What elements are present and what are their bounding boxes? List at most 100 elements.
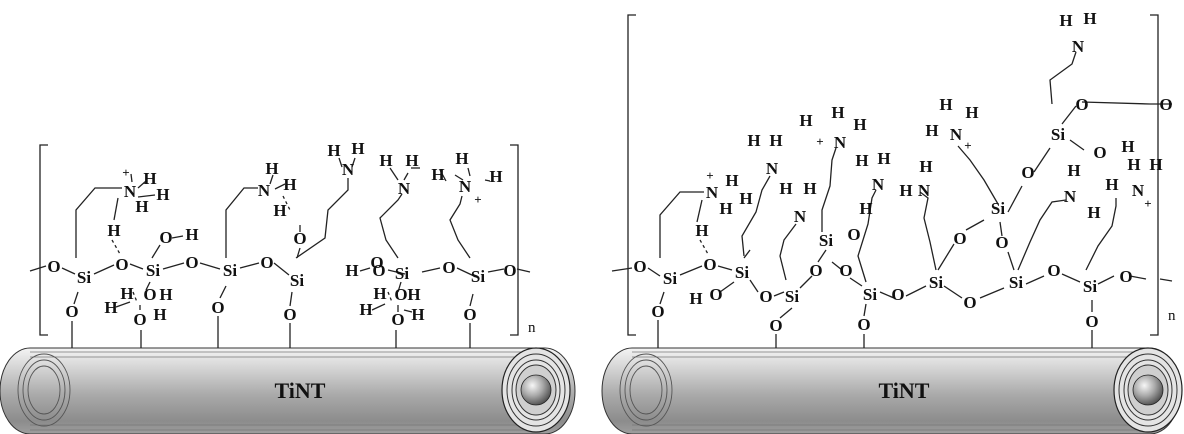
right-ne-h1: H	[925, 121, 938, 140]
right-ne-plus: +	[964, 138, 971, 153]
right-nh3-h3: H	[719, 199, 732, 218]
right-o-d: O	[839, 261, 852, 280]
left-oh-o: O	[159, 228, 172, 247]
left-ho-h: H	[345, 261, 358, 280]
right-na-h2: H	[769, 131, 782, 150]
left-nh2-h3: H	[273, 201, 286, 220]
right-o-chain-right: O	[1159, 95, 1172, 114]
left-nh-free-h2: H	[351, 139, 364, 158]
left-tube-label: TiNT	[275, 378, 326, 403]
right-nf-h1: H	[899, 181, 912, 200]
left-nh3b-h3: H	[489, 167, 502, 186]
left-h2o-b-o: O	[391, 310, 404, 329]
right-ni-h2: H	[1127, 155, 1140, 174]
right-o-a: O	[703, 255, 716, 274]
left-o-1: O	[115, 255, 128, 274]
right-nh3-plus: +	[706, 168, 713, 183]
right-nd-n: N	[872, 175, 885, 194]
left-si-5: Si	[395, 264, 409, 283]
right-oh-top2-h: H	[1121, 137, 1134, 156]
left-nh3-h2: H	[156, 185, 169, 204]
left-h2o-b-top-h: H	[373, 284, 386, 303]
right-nb-h2: H	[803, 179, 816, 198]
right-bonds	[611, 51, 1173, 348]
right-ne-h2: H	[939, 95, 952, 114]
left-nh-free2-n: N	[398, 179, 411, 198]
left-h2o-h1: H	[104, 298, 117, 317]
right-ne-h3: H	[965, 103, 978, 122]
left-h2o-top-h: H	[120, 284, 133, 303]
left-nh-free2-h-b: H	[405, 151, 418, 170]
right-nc-plus: +	[816, 134, 823, 149]
right-na-h1: H	[747, 131, 760, 150]
left-o-3: O	[260, 253, 273, 272]
right-ho-h: H	[689, 289, 702, 308]
right-hb-h: H	[695, 221, 708, 240]
left-nh3b-h2: H	[455, 149, 468, 168]
left-h2o-b-h1: H	[359, 300, 372, 319]
left-nh2-n: N	[258, 181, 271, 200]
right-nb-n: N	[794, 207, 807, 226]
right-tube-label: TiNT	[879, 378, 930, 403]
right-oh-top2-o: O	[1093, 143, 1106, 162]
right-si-5: Si	[863, 285, 877, 304]
left-o-5: O	[442, 258, 455, 277]
left-nh3-n: N	[124, 182, 137, 201]
left-si-1: Si	[77, 268, 91, 287]
right-ng-h2: H	[1087, 203, 1100, 222]
right-ne-n: N	[950, 125, 963, 144]
right-o-anchor-1: O	[651, 302, 664, 321]
right-o-i: O	[1047, 261, 1060, 280]
left-oh-h: H	[185, 225, 198, 244]
right-tube-end	[1113, 347, 1183, 433]
left-nh3-h1: H	[143, 169, 156, 188]
right-o-anchor-2: O	[769, 316, 782, 335]
left-h2o-top-h2: H	[159, 285, 172, 304]
left-repeat-brackets	[39, 144, 519, 336]
left-h2o-o: O	[133, 310, 146, 329]
right-panel: TiNT n	[601, 9, 1183, 434]
left-nh3b-plus: +	[474, 192, 481, 207]
left-nh2-h2: H	[283, 175, 296, 194]
left-h2o-b-top-o: O	[394, 285, 407, 304]
left-nh3b-n: N	[459, 177, 472, 196]
left-hb-o: O	[293, 229, 306, 248]
right-o-g: O	[963, 293, 976, 312]
right-nc-h3: H	[853, 115, 866, 134]
right-ho-o: O	[709, 285, 722, 304]
left-h2o-b-h2: H	[411, 305, 424, 324]
left-nh-free-h1: H	[327, 141, 340, 160]
right-nj-h1: H	[1059, 11, 1072, 30]
right-nj-h2: H	[1083, 9, 1096, 28]
left-h2o-b-top-h2: H	[407, 285, 420, 304]
left-bonds	[29, 157, 531, 348]
left-si-4: Si	[290, 271, 304, 290]
left-atoms: O Si O Si O Si O Si O Si O Si O O O O O …	[47, 139, 516, 329]
right-nf-h2: H	[919, 157, 932, 176]
left-nh-free-n: N	[342, 160, 355, 179]
left-o-anchor-4: O	[463, 305, 476, 324]
right-si-2: Si	[735, 263, 749, 282]
right-o-f: O	[953, 229, 966, 248]
right-nb-h1: H	[779, 179, 792, 198]
right-o-chain-left: O	[633, 257, 646, 276]
left-hydrogen-bonds	[111, 195, 393, 303]
right-o-top-right: O	[1075, 95, 1088, 114]
left-nanotube: TiNT	[0, 347, 576, 434]
left-nh3-h3: H	[135, 197, 148, 216]
right-ng-h1: H	[1067, 161, 1080, 180]
right-si-6: Si	[929, 273, 943, 292]
right-atoms: O Si O Si O Si O O H O O Si O O H Si O O…	[633, 9, 1172, 335]
right-ni-plus: +	[1144, 196, 1151, 211]
left-nh-free2-h-a: H	[379, 151, 392, 170]
right-repeat-brackets	[627, 14, 1159, 336]
left-nh3-plus: +	[122, 165, 129, 180]
left-si-2: Si	[146, 261, 160, 280]
left-h2o-top-o: O	[143, 285, 156, 304]
right-nd-h2: H	[877, 149, 890, 168]
right-nh3-h2: H	[739, 189, 752, 208]
right-si-7: Si	[991, 199, 1005, 218]
right-o-j: O	[1119, 267, 1132, 286]
left-si-6: Si	[471, 267, 485, 286]
